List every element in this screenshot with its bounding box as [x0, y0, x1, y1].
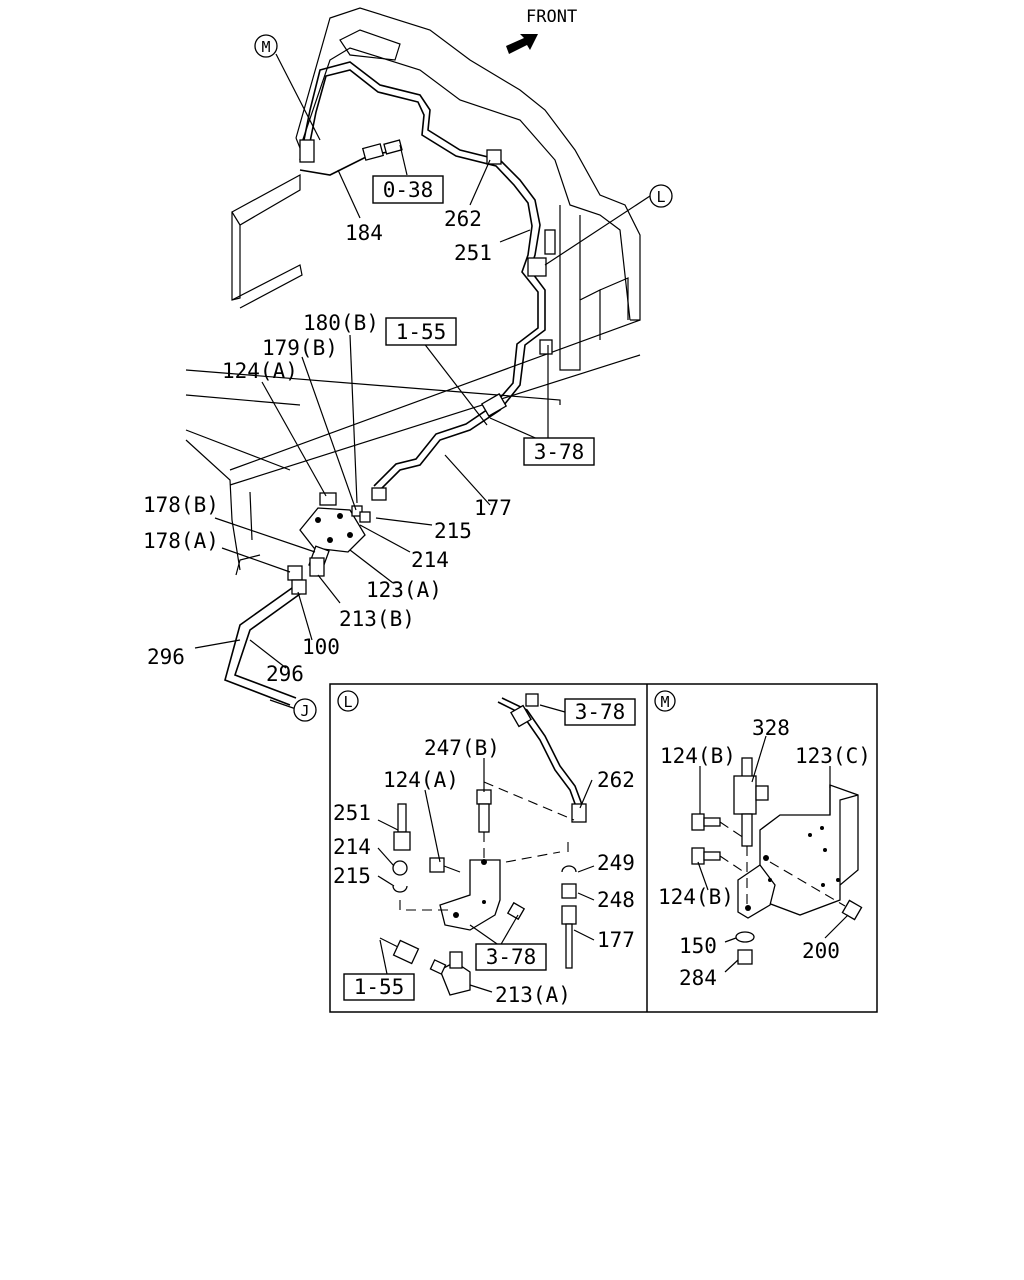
- svg-text:3-78: 3-78: [575, 700, 626, 724]
- detail-m-label-124b-1: 124(B): [660, 744, 736, 768]
- label-124a: 124(A): [222, 359, 298, 383]
- detail-l-label-213a: 213(A): [495, 983, 571, 1007]
- detail-m: M: [654, 690, 871, 990]
- frame-drawing: [185, 7, 641, 576]
- front-indicator: FRONT: [506, 7, 577, 54]
- front-label: FRONT: [526, 7, 577, 27]
- label-177: 177: [474, 496, 512, 520]
- detail-l-label-251: 251: [333, 801, 371, 825]
- label-215: 215: [434, 519, 472, 543]
- ref-box-3-78[interactable]: 3-78: [523, 437, 595, 466]
- ref-box-1-55[interactable]: 1-55: [385, 317, 457, 346]
- detail-m-title: M: [660, 693, 669, 711]
- detail-l-ref-1-55[interactable]: 1-55: [343, 973, 415, 1001]
- callout-l: L: [649, 184, 673, 208]
- svg-text:3-78: 3-78: [486, 945, 537, 969]
- detail-l-label-124a: 124(A): [383, 768, 459, 792]
- detail-l-label-248: 248: [597, 888, 635, 912]
- callout-m: M: [254, 34, 278, 58]
- label-123a: 123(A): [366, 578, 442, 602]
- svg-text:1-55: 1-55: [396, 320, 447, 344]
- label-180b: 180(B): [303, 311, 379, 335]
- detail-m-label-328: 328: [752, 716, 790, 740]
- label-214: 214: [411, 548, 449, 572]
- detail-panel-frame: [329, 683, 878, 1013]
- svg-text:0-38: 0-38: [383, 178, 434, 202]
- label-251: 251: [454, 241, 492, 265]
- detail-l-label-247b: 247(B): [424, 736, 500, 760]
- label-178b: 178(B): [143, 493, 219, 517]
- label-178a: 178(A): [143, 529, 219, 553]
- detail-m-label-284: 284: [679, 966, 717, 990]
- brake-pipes: [224, 61, 556, 706]
- label-179b: 179(B): [262, 336, 338, 360]
- detail-m-label-200: 200: [802, 939, 840, 963]
- label-296b: 296: [266, 662, 304, 686]
- label-184: 184: [345, 221, 383, 245]
- label-262: 262: [444, 207, 482, 231]
- detail-l-label-177: 177: [597, 928, 635, 952]
- detail-m-label-150: 150: [679, 934, 717, 958]
- label-100: 100: [302, 635, 340, 659]
- label-296a: 296: [147, 645, 185, 669]
- detail-l-ref-3-78-top[interactable]: 3-78: [564, 698, 636, 726]
- main-leader-lines: [194, 53, 651, 710]
- detail-l: L: [333, 690, 636, 1007]
- detail-l-label-215: 215: [333, 864, 371, 888]
- front-arrow-icon: [506, 34, 538, 54]
- detail-m-label-124b-2: 124(B): [658, 885, 734, 909]
- ref-box-0-38[interactable]: 0-38: [372, 175, 444, 204]
- detail-l-label-262: 262: [597, 768, 635, 792]
- svg-text:1-55: 1-55: [354, 975, 405, 999]
- detail-l-ref-3-78-bottom[interactable]: 3-78: [475, 943, 547, 971]
- svg-text:L: L: [656, 188, 665, 206]
- svg-text:J: J: [300, 702, 309, 720]
- svg-text:3-78: 3-78: [534, 440, 585, 464]
- detail-l-title: L: [343, 693, 352, 711]
- svg-text:M: M: [261, 38, 270, 56]
- callout-j: J: [293, 698, 317, 722]
- detail-m-label-123c: 123(C): [795, 744, 871, 768]
- pipe-clip-m: [299, 139, 315, 163]
- detail-l-label-214: 214: [333, 835, 371, 859]
- label-213b: 213(B): [339, 607, 415, 631]
- detail-l-label-249: 249: [597, 851, 635, 875]
